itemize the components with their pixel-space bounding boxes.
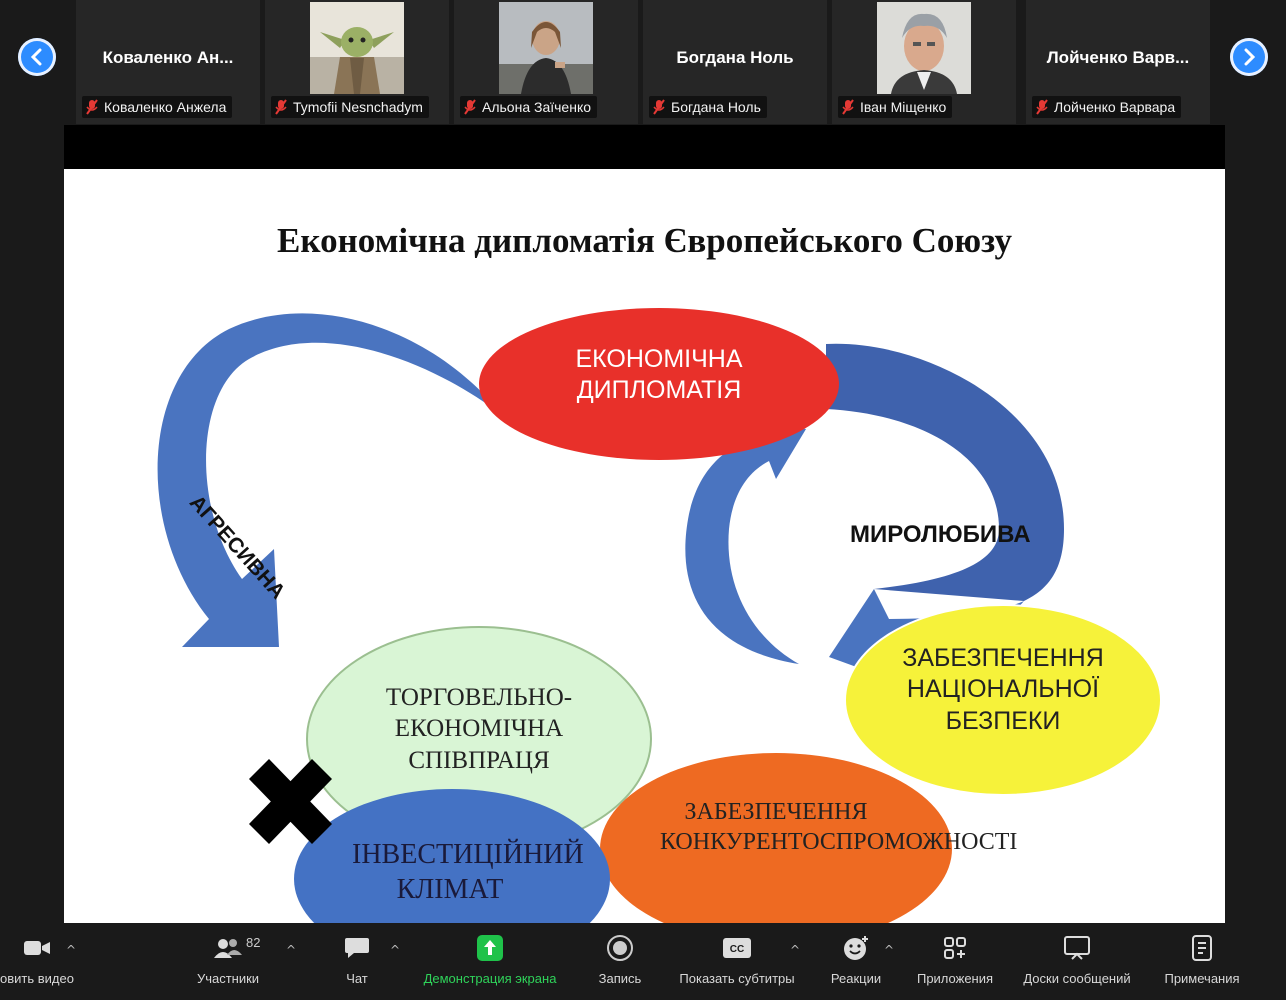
participant-name-display: Коваленко Ан... [102,48,234,67]
smile-icon [844,936,868,960]
apps-icon [944,937,966,959]
next-page-button[interactable] [1230,38,1268,76]
participants-button-label: Участники [196,971,260,986]
chevron-left-icon [30,48,42,66]
svg-text:CC: CC [730,944,744,955]
ellipse-investment-climate [294,789,610,923]
diagram-canvas [157,308,1162,923]
participant-label-text: Богдана Ноль [671,99,761,115]
video-camera-icon [24,941,50,955]
mic-muted-icon [86,99,98,115]
participant-label: Tymofii Nesnchadym [271,96,429,118]
participant-tile[interactable]: Альона Заїченко [454,0,638,124]
shared-slide: Економічна дипломатія Європейського Союз… [64,169,1225,923]
prev-page-button[interactable] [18,38,56,76]
participant-tile[interactable]: Іван Міщенко [832,0,1016,124]
chevron-up-icon[interactable]: ^ [790,943,801,957]
participant-label-text: Лойченко Варвара [1054,99,1176,115]
mic-muted-icon [275,99,287,115]
mic-muted-icon [653,99,665,115]
participant-label-text: Іван Міщенко [860,99,947,115]
notes-button[interactable]: Примечания [1156,931,1248,986]
mic-muted-icon [464,99,476,115]
chevron-up-icon[interactable]: ^ [66,943,77,957]
record-button-label: Запись [598,971,642,986]
shared-screen-top-bar [64,125,1225,169]
aggressive-arrow [157,313,502,647]
video-button-label: овить видео [0,971,74,986]
notes-icon [1192,935,1212,961]
reactions-button[interactable]: Реакции ^ [824,931,894,986]
node-economic-diplomacy: ЕКОНОМІЧНА ДИПЛОМАТІЯ [575,345,743,405]
participant-tile[interactable]: Богдана Ноль Богдана Ноль [643,0,827,124]
video-button[interactable]: овить видео ^ [0,931,82,986]
slide-title: Економічна дипломатія Європейського Союз… [277,221,1012,260]
participant-label: Богдана Ноль [649,96,767,118]
yoda-avatar [310,2,404,94]
mic-muted-icon [842,99,854,115]
record-button[interactable]: Запись [590,931,650,986]
ellipse-competitiveness [600,753,952,923]
participants-button[interactable]: Участники 82 ^ [188,931,296,986]
participant-name-display: Богдана Ноль [676,48,794,67]
participant-label: Коваленко Анжела [82,96,233,118]
apps-button[interactable]: Приложения [908,931,1002,986]
participant-label-text: Коваленко Анжела [104,99,227,115]
participant-label: Іван Міщенко [838,96,953,118]
ellipse-national-security [844,604,1162,796]
share-screen-button[interactable]: Демонстрация экрана [414,931,566,986]
chevron-up-icon[interactable]: ^ [390,943,401,957]
share-screen-icon [477,935,503,961]
participant-label: Альона Заїченко [460,96,598,118]
chevron-up-icon[interactable]: ^ [286,943,297,957]
chevron-right-icon [1244,48,1256,66]
participant-tile[interactable]: Tymofii Nesnchadym [265,0,449,124]
label-peaceful: МИРОЛЮБИВА [850,521,1031,548]
man-photo [877,2,971,94]
closed-captions-icon: CC [723,938,751,958]
chat-button[interactable]: Чат ^ [332,931,400,986]
participants-count: 82 [246,935,261,950]
node-trade-cooperation: ТОРГОВЕЛЬНО-ЕКОНОМІЧНА СПІВПРАЦЯ [385,684,573,774]
meeting-toolbar: овить видео ^ Участники 82 ^ Чат ^ [0,923,1286,1000]
record-icon [607,935,633,961]
chat-icon [345,938,369,958]
node-national-security: ЗАБЕЗПЕЧЕННЯ НАЦІОНАЛЬНОЇ БЕЗПЕКИ [902,644,1104,735]
chat-button-label: Чат [346,971,368,986]
participant-label-text: Tymofii Nesnchadym [293,99,423,115]
inner-return-arrow [685,419,806,664]
participant-label-text: Альона Заїченко [482,99,592,115]
subtitles-button-label: Показать субтитры [679,971,795,986]
participants-icon [214,939,242,958]
woman-photo [499,2,593,94]
participant-name-display: Лойченко Варв... [1046,48,1190,67]
peaceful-arc-upper [826,343,1064,601]
share-screen-button-label: Демонстрация экрана [423,971,557,986]
mic-muted-icon [1036,99,1048,115]
node-competitiveness: ЗАБЕЗПЕЧЕННЯ КОНКУРЕНТОСПРОМОЖНОСТІ [660,799,1018,855]
ellipse-economic-diplomacy [479,308,839,460]
apps-button-label: Приложения [916,971,994,986]
whiteboard-icon [1064,936,1090,960]
participant-tile[interactable]: Лойченко Варв... Лойченко Варвара [1026,0,1210,124]
participant-strip: Коваленко Ан... Коваленко Анжела [0,0,1286,125]
whiteboards-button-label: Доски сообщений [1023,971,1131,986]
chevron-up-icon[interactable]: ^ [884,943,895,957]
whiteboards-button[interactable]: Доски сообщений [1014,931,1140,986]
node-investment-climate: ІНВЕСТИЦІЙНИЙ КЛІМАТ [352,839,584,905]
reactions-button-label: Реакции [830,971,882,986]
cross-icon [249,759,332,844]
participant-tile[interactable]: Коваленко Ан... Коваленко Анжела [76,0,260,124]
participant-label: Лойченко Варвара [1032,96,1182,118]
subtitles-button[interactable]: CC Показать субтитры ^ [670,931,804,986]
notes-button-label: Примечания [1164,971,1240,986]
